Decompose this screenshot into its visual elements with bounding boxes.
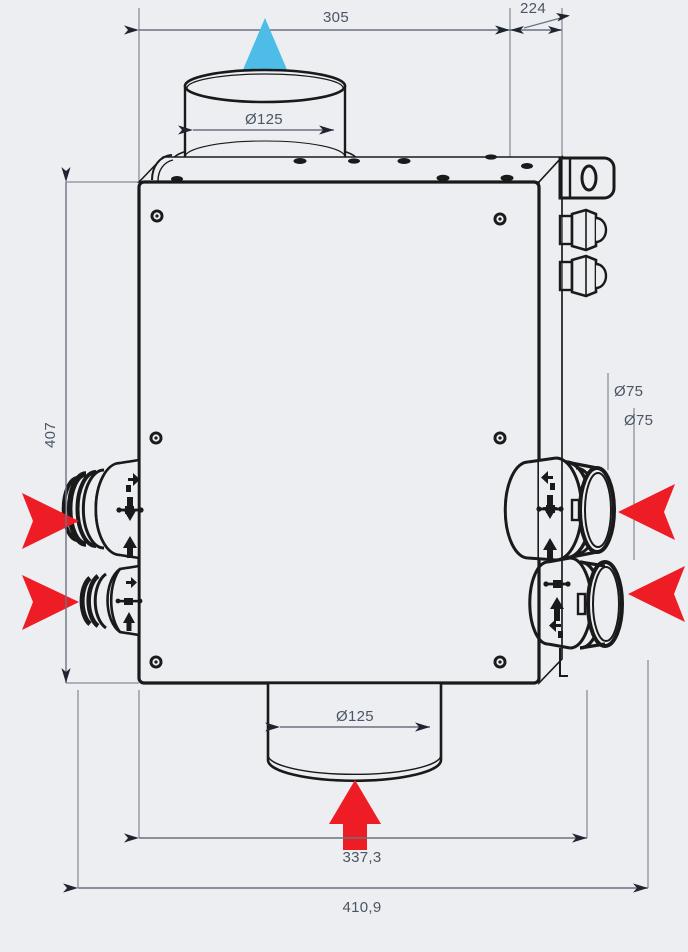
dimension-overall-width: 410,9 bbox=[63, 883, 648, 916]
dimension-left-height-label: 407 bbox=[42, 422, 59, 448]
dimension-top-width: 305 bbox=[124, 9, 510, 35]
dimension-right-port-lower-label: Ø75 bbox=[624, 412, 653, 429]
intake-arrow-right-upper bbox=[618, 484, 675, 540]
supply-air-arrow-up bbox=[329, 780, 381, 850]
dimension-body-width: 337,3 bbox=[124, 833, 587, 866]
cable-gland-lower bbox=[558, 254, 608, 298]
dimension-right-port-upper-diameter: Ø75 bbox=[614, 383, 643, 400]
intake-arrow-left-lower bbox=[22, 575, 79, 630]
left-duct-port-upper bbox=[61, 458, 144, 573]
right-duct-port-lower bbox=[528, 556, 624, 677]
right-duct-port-upper bbox=[503, 456, 616, 562]
dimension-left-height: 407 bbox=[42, 167, 71, 683]
bottom-duct-spigot bbox=[266, 681, 443, 783]
intake-arrow-left-upper bbox=[22, 493, 79, 549]
cable-gland-upper bbox=[558, 208, 608, 252]
extension-lines bbox=[66, 8, 649, 888]
dimension-top-offset-label: 224 bbox=[520, 0, 546, 17]
right-port-upper-symbols bbox=[536, 471, 564, 560]
dimension-right-port-lower-diameter: Ø75 bbox=[624, 412, 653, 429]
top-face-fasteners bbox=[171, 154, 533, 182]
dimension-top-port-diameter: Ø125 bbox=[178, 111, 334, 135]
left-port-lower-symbols bbox=[115, 577, 143, 631]
dimension-top-port-diameter-label: Ø125 bbox=[245, 111, 283, 128]
dimension-top-offset: 224 bbox=[510, 0, 570, 34]
housing-corner-screws bbox=[149, 209, 507, 669]
dimension-body-width-label: 337,3 bbox=[342, 849, 381, 866]
right-port-lower-symbols bbox=[543, 580, 571, 638]
intake-arrow-right-lower bbox=[628, 566, 685, 622]
dimension-bottom-port-diameter: Ø125 bbox=[265, 708, 430, 732]
dimension-bottom-port-diameter-label: Ø125 bbox=[336, 708, 374, 725]
exhaust-air-arrow-up bbox=[242, 18, 288, 110]
left-duct-port-lower bbox=[79, 564, 143, 637]
dimension-right-port-upper-label: Ø75 bbox=[614, 383, 643, 400]
wall-mount-bracket bbox=[558, 156, 616, 200]
rectangular-housing bbox=[137, 154, 564, 685]
dimension-top-width-label: 305 bbox=[323, 9, 349, 26]
dimension-overall-width-label: 410,9 bbox=[342, 899, 381, 916]
